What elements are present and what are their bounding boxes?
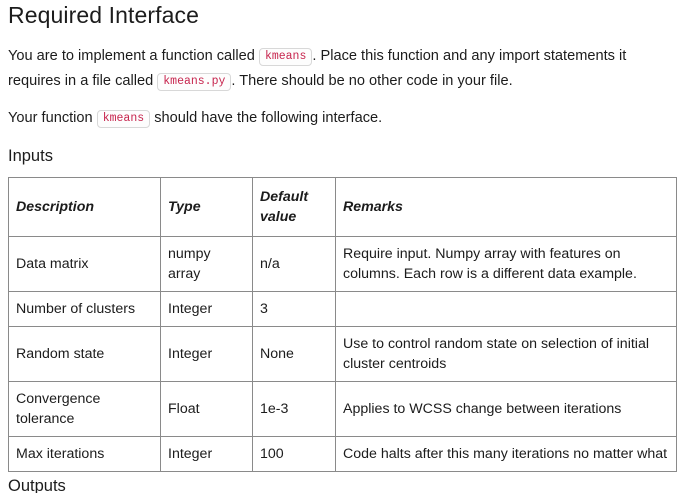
paragraph-1-text-after: . There should be no other code in your … [231, 72, 513, 89]
table-row: Max iterations Integer 100 Code halts af… [8, 435, 677, 472]
cell-default: 100 [252, 435, 336, 472]
cell-remarks: Require input. Numpy array with features… [335, 235, 677, 292]
cell-default: None [252, 325, 336, 382]
table-header-row: Description Type Default value Remarks [8, 176, 677, 237]
intro-paragraph-1: You are to implement a function called k… [8, 44, 683, 94]
cell-type: numpy array [160, 235, 253, 292]
paragraph-2-text-before: Your function [8, 109, 97, 126]
paragraph-2-text-after: should have the following interface. [150, 109, 383, 126]
cell-type: Float [160, 380, 253, 437]
inline-code-kmeans-py: kmeans.py [157, 72, 232, 91]
cell-type: Integer [160, 325, 253, 382]
cell-description: Convergence tolerance [8, 380, 161, 437]
column-header-description: Description [8, 176, 161, 237]
cell-default: 3 [252, 290, 336, 327]
paragraph-1-text-middle: . Place this function and any import sta… [8, 47, 627, 89]
inline-code-kmeans-2: kmeans [96, 109, 151, 128]
cell-description: Max iterations [8, 435, 161, 472]
column-header-type: Type [160, 176, 253, 237]
column-header-default-value: Default value [252, 176, 336, 237]
section-heading-inputs: Inputs [8, 146, 53, 165]
table-row: Data matrix numpy array n/a Require inpu… [8, 235, 677, 292]
table-row: Convergence tolerance Float 1e-3 Applies… [8, 380, 677, 437]
cell-type: Integer [160, 435, 253, 472]
cell-description: Data matrix [8, 235, 161, 292]
inputs-table: Description Type Default value Remarks D… [8, 176, 677, 472]
cell-type: Integer [160, 290, 253, 327]
page-title: Required Interface [8, 2, 200, 28]
cell-remarks: Use to control random state on selection… [335, 325, 677, 382]
cell-remarks [335, 290, 677, 327]
cell-remarks: Code halts after this many iterations no… [335, 435, 677, 472]
table-row: Random state Integer None Use to control… [8, 325, 677, 382]
cell-remarks: Applies to WCSS change between iteration… [335, 380, 677, 437]
cell-default: n/a [252, 235, 336, 292]
column-header-remarks: Remarks [335, 176, 677, 237]
cell-description: Random state [8, 325, 161, 382]
inline-code-kmeans: kmeans [258, 47, 313, 66]
cell-default: 1e-3 [252, 380, 336, 437]
paragraph-1-text-before: You are to implement a function called [8, 47, 259, 64]
intro-paragraph-2: Your function kmeans should have the fol… [8, 106, 683, 131]
cell-description: Number of clusters [8, 290, 161, 327]
table-row: Number of clusters Integer 3 [8, 290, 677, 327]
